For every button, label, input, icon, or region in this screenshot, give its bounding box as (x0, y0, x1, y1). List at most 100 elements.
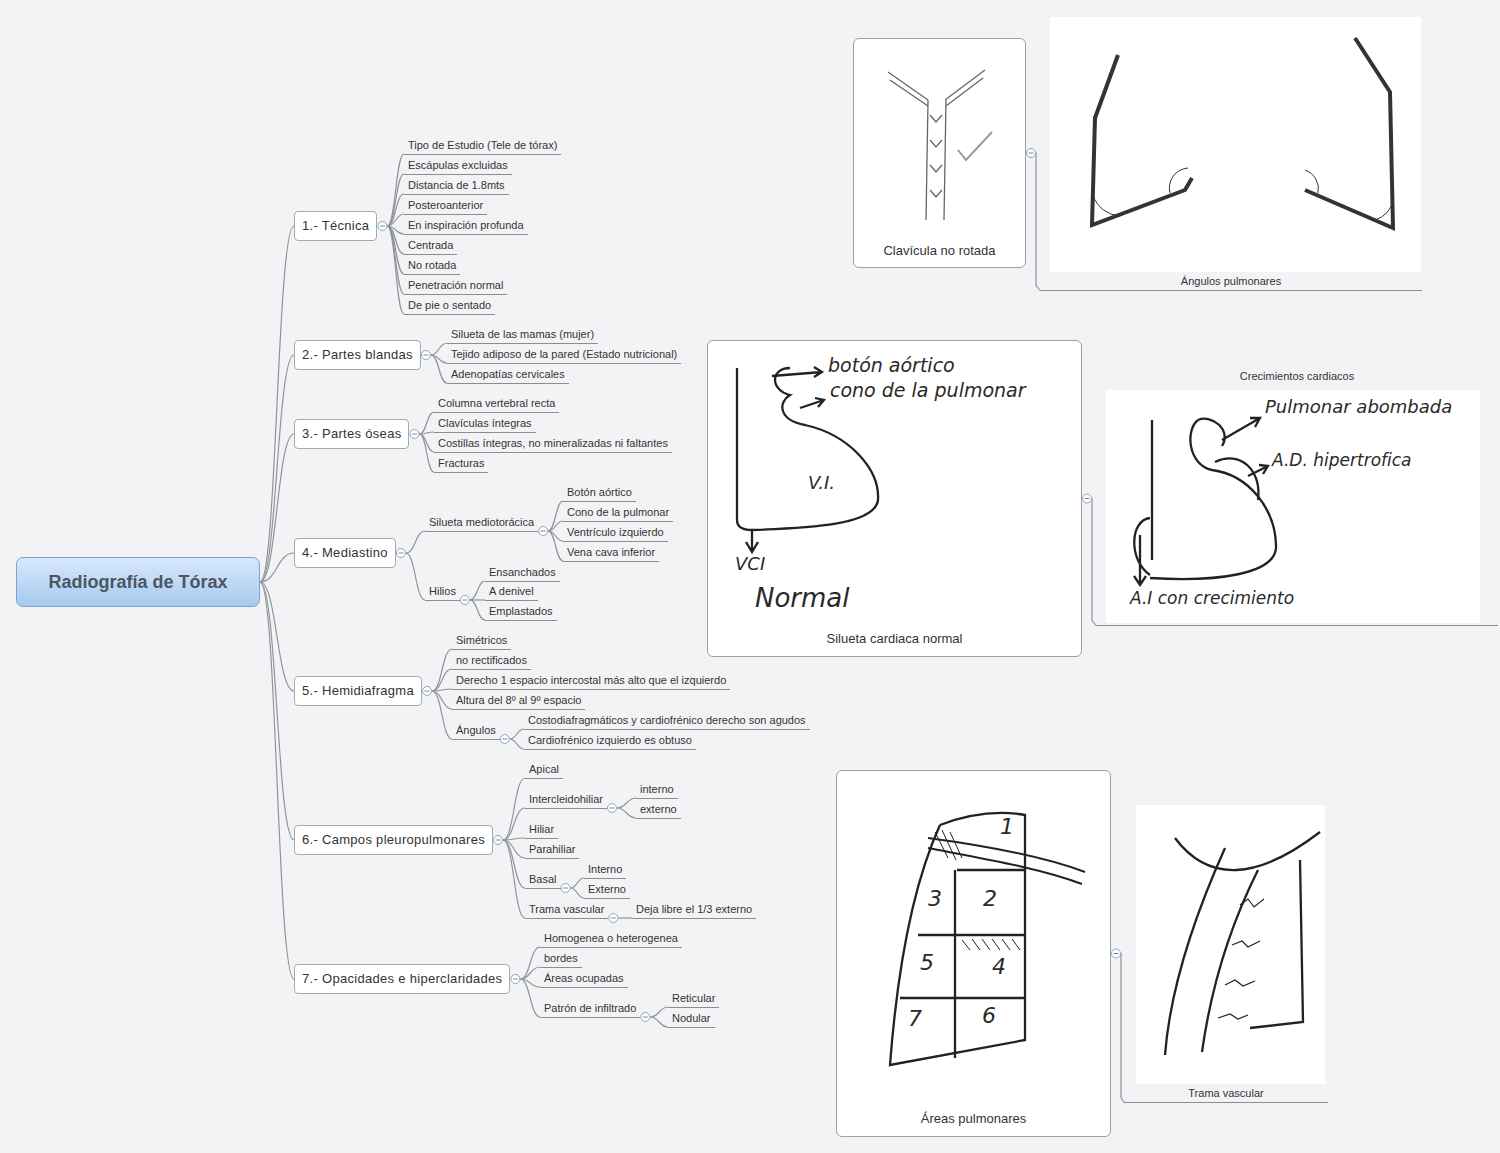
branch-line (1082, 499, 1096, 626)
subtopic: Basal (525, 872, 561, 889)
clavicle-lines (928, 838, 1085, 884)
subtopic: Trama vascular (525, 902, 608, 919)
branch-line (470, 581, 485, 600)
hatching (935, 830, 962, 860)
subtopic: Cono de la pulmonar (563, 505, 673, 522)
enlarged-heart-sketch (1134, 418, 1276, 585)
main-topic: 6.- Campos pleuropulmonares (294, 825, 493, 855)
topic-text: Radiografía de Tórax (48, 572, 227, 593)
subtopic: Nodular (668, 1011, 715, 1028)
vci-arrow (746, 530, 758, 552)
handwritten-label: botón aórtico (828, 356, 955, 375)
collapse-minus (380, 226, 385, 227)
subtopic: no rectificados (452, 653, 531, 670)
subtopic: Silueta mediotorácica (425, 515, 538, 532)
collapse-icon (410, 430, 419, 439)
collapse-minus (398, 553, 403, 554)
topic-text: Parahiliar (529, 842, 575, 856)
branch-line (432, 649, 452, 691)
topic-text: Costodiafragmáticos y cardiofrénico dere… (528, 713, 806, 727)
branch-line (419, 434, 434, 472)
vertebrae (930, 115, 942, 197)
collapse-circle (1112, 949, 1121, 958)
branch-line (510, 729, 524, 739)
topic-text: Columna vertebral recta (438, 396, 555, 410)
topic-text: De pie o sentado (408, 298, 491, 312)
topic-text: no rectificados (456, 653, 527, 667)
branch-line (520, 979, 540, 1017)
topic-text: Clavículas íntegras (438, 416, 532, 430)
collapse-icon (378, 222, 387, 231)
image-caption: Áreas pulmonares (837, 1111, 1110, 1127)
subtopic: Ángulos (452, 723, 500, 740)
branch-line (618, 917, 632, 918)
lung-outline (1250, 860, 1303, 1028)
image-ground (1136, 805, 1325, 1084)
image-ground (837, 771, 1111, 1137)
collapse-circle (493, 836, 502, 845)
main-topic: 1.- Técnica (294, 211, 377, 241)
collapse-circle (460, 596, 469, 605)
subtopic: Costillas íntegras, no mineralizadas ni … (434, 436, 672, 453)
branch-line (650, 1007, 668, 1017)
topic-text: Adenopatías cervicales (451, 367, 565, 381)
spine-line (1151, 420, 1153, 560)
collapse-minus (541, 531, 546, 532)
topic-text: interno (640, 782, 674, 796)
area-grid (900, 870, 1025, 1058)
subtopic: Tipo de Estudio (Tele de tórax) (404, 138, 561, 155)
branch-line (387, 214, 404, 226)
collapse-icon (500, 735, 509, 744)
collapse-icon (609, 914, 618, 923)
topic-text: Costillas íntegras, no mineralizadas ni … (438, 436, 668, 450)
collapse-icon (396, 549, 405, 558)
collapse-minus (1085, 498, 1090, 499)
callout-number: 3 (928, 888, 942, 910)
branch-line (431, 355, 447, 383)
subtopic: Cardiofrénico izquierdo es obtuso (524, 733, 696, 750)
image-ground (1106, 390, 1480, 623)
third-line (1202, 870, 1258, 1052)
branch-line (387, 226, 404, 294)
collapse-icon (421, 351, 430, 360)
collapse-minus (425, 691, 430, 692)
topic-text: Homogenea o heterogenea (544, 931, 678, 945)
topic-text: bordes (544, 951, 578, 965)
collapse-icon (423, 687, 432, 696)
spine-outline (926, 100, 946, 220)
collapse-circle (410, 430, 419, 439)
branch-line (387, 154, 404, 226)
image-topic: Ángulos pulmonares (1040, 17, 1422, 291)
heart-outline (1150, 420, 1276, 579)
subtopic: Patrón de infiltrado (540, 1001, 640, 1018)
collapse-icon (641, 1013, 650, 1022)
branch-line (503, 838, 525, 840)
main-topic: 5.- Hemidiafragma (294, 676, 422, 706)
collapse-minus (609, 808, 614, 809)
left-lung-outline (1092, 55, 1192, 225)
angle-arcs (1093, 168, 1393, 220)
subtopic: En inspiración profunda (404, 218, 528, 235)
collapse-minus (423, 355, 428, 356)
topic-text: Interno (588, 862, 622, 876)
topic-text: Fracturas (438, 456, 484, 470)
collapse-circle (378, 222, 387, 231)
collapse-circle (641, 1013, 650, 1022)
branch-line (548, 521, 563, 531)
topic-text: A denivel (489, 584, 534, 598)
collapse-circle (607, 804, 616, 813)
image-ground (1050, 17, 1421, 272)
topic-text: Silueta mediotorácica (429, 515, 534, 529)
branch-line (510, 739, 524, 749)
collapse-icon (493, 836, 502, 845)
collapse-circle (396, 549, 405, 558)
clavicle-right (945, 70, 985, 106)
collapse-circle (511, 975, 520, 984)
branch-line (432, 691, 452, 709)
collapse-minus (1029, 153, 1034, 154)
leader-arrow (1222, 418, 1260, 440)
topic-text: Cardiofrénico izquierdo es obtuso (528, 733, 692, 747)
branch-line (431, 343, 447, 355)
branch-line (548, 531, 563, 561)
